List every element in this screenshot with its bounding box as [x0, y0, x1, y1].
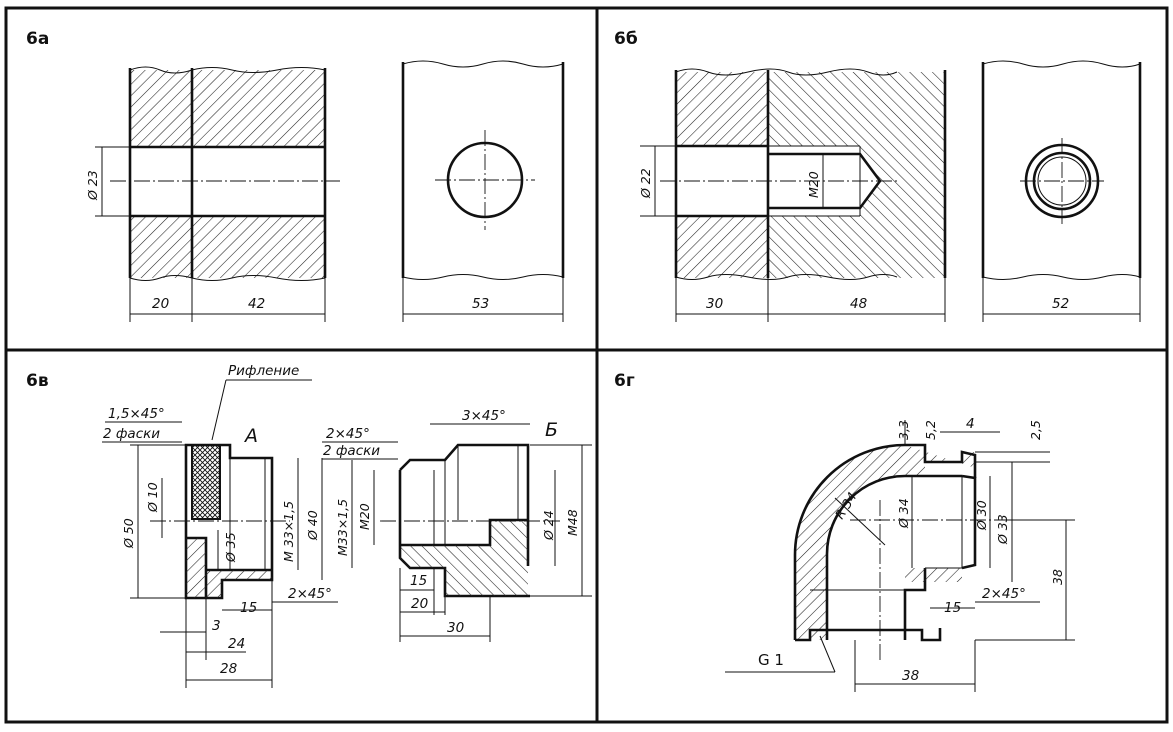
panel-6a: 6а Ø 23 20 42 53 [26, 29, 565, 322]
svg-text:2 фаски: 2 фаски [103, 426, 160, 442]
panel-6b: 6б Ø 22 M20 30 48 52 [614, 29, 1142, 322]
svg-text:2×45°: 2×45° [288, 586, 332, 602]
panel-label: 6б [614, 29, 638, 49]
view-b-label: Б [545, 419, 558, 441]
panel-6v: 6в Рифление А Б 1,5×45° 2 фаски Ø 50 Ø 1… [26, 363, 592, 688]
dim-right: 48 [850, 296, 867, 312]
svg-text:3: 3 [212, 618, 221, 634]
dim-right: 42 [248, 296, 265, 312]
svg-text:2,5: 2,5 [1028, 420, 1043, 440]
panel-label: 6в [26, 371, 49, 391]
svg-text:Ø 10: Ø 10 [145, 482, 160, 513]
sheet-frame [4, 6, 1169, 724]
hatch-top [130, 70, 325, 147]
dim-dia: Ø 23 [85, 170, 100, 201]
panel-label: 6а [26, 29, 49, 49]
svg-text:1,5×45°: 1,5×45° [108, 406, 165, 422]
svg-text:2 фаски: 2 фаски [323, 443, 380, 459]
dim-thread: M20 [806, 171, 821, 198]
svg-text:M20: M20 [357, 503, 372, 530]
svg-text:Ø 40: Ø 40 [305, 510, 320, 541]
svg-text:5,2: 5,2 [923, 420, 938, 440]
svg-text:24: 24 [228, 636, 245, 652]
svg-text:2×45°: 2×45° [982, 586, 1026, 602]
dim-side: 52 [1052, 296, 1069, 312]
svg-text:Ø 34: Ø 34 [896, 498, 911, 529]
svg-text:28: 28 [220, 661, 237, 677]
panel-label: 6г [614, 371, 635, 391]
svg-text:Ø 35: Ø 35 [223, 532, 238, 563]
svg-text:Ø 33: Ø 33 [995, 514, 1010, 545]
svg-text:Ø 50: Ø 50 [121, 518, 136, 549]
svg-text:15: 15 [410, 573, 427, 589]
dim-dia: Ø 22 [638, 168, 653, 199]
hatch-bottom [130, 216, 325, 278]
svg-text:2×45°: 2×45° [326, 426, 370, 442]
dim-left: 20 [152, 296, 169, 312]
view-a-label: А [243, 425, 258, 447]
svg-text:G 1: G 1 [758, 651, 784, 669]
svg-text:15: 15 [944, 600, 961, 616]
svg-text:15: 15 [240, 600, 257, 616]
dim-left: 30 [706, 296, 723, 312]
svg-text:Ø 24: Ø 24 [541, 510, 556, 541]
svg-text:3,3: 3,3 [896, 420, 911, 440]
svg-text:Ø 30: Ø 30 [974, 500, 989, 531]
panel-6g: 6г 3,3 5,2 4 2,5 R 34 Ø 34 Ø 30 Ø 33 38 [614, 371, 1075, 692]
caption-knurl: Рифление [228, 363, 299, 379]
svg-text:38: 38 [902, 668, 919, 684]
svg-text:20: 20 [411, 596, 428, 612]
knurl-region [191, 444, 221, 520]
svg-text:M33×1,5: M33×1,5 [335, 499, 350, 556]
svg-text:M48: M48 [565, 509, 580, 536]
svg-text:30: 30 [447, 620, 464, 636]
svg-text:38: 38 [1050, 569, 1065, 585]
svg-text:3×45°: 3×45° [462, 408, 506, 424]
dim-side: 53 [472, 296, 489, 312]
svg-text:M 33×1,5: M 33×1,5 [281, 501, 296, 562]
svg-text:4: 4 [966, 416, 975, 432]
